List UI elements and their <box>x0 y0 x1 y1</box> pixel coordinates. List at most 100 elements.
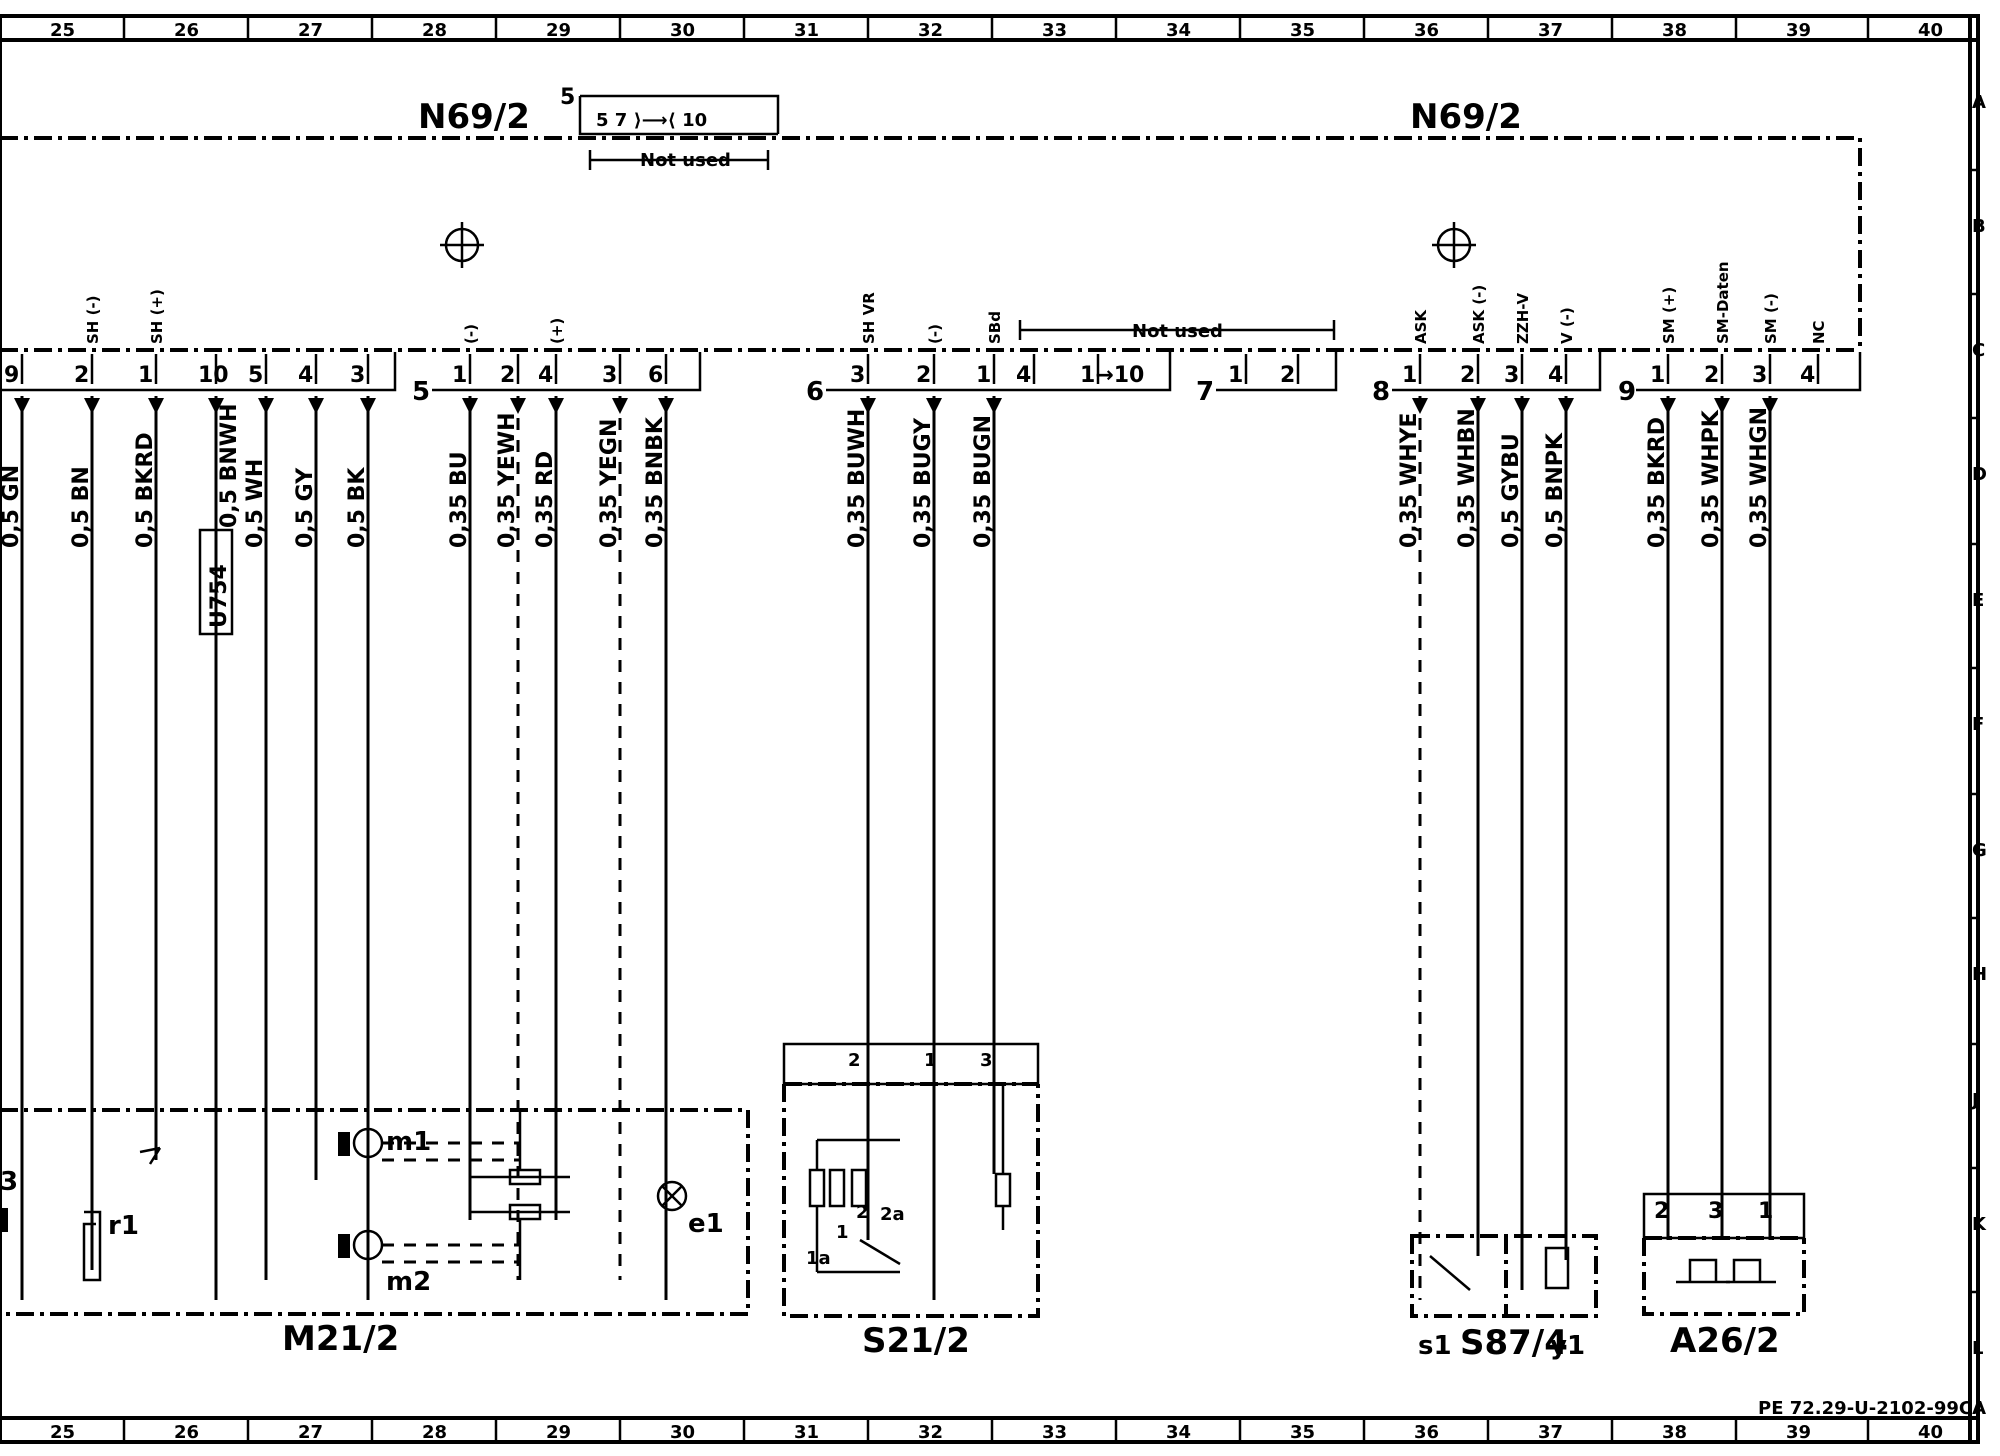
column-label-bottom: 35 <box>1290 1422 1315 1443</box>
connector-6-num: 6 <box>806 377 824 407</box>
column-label-top: 25 <box>50 20 75 41</box>
s87-label: S87/4 <box>1460 1323 1568 1363</box>
lamp-e1-icon <box>656 1180 688 1212</box>
wire-arrow-icon <box>1714 398 1730 414</box>
column-label-top: 33 <box>1042 20 1067 41</box>
signal-name: SH VR <box>860 292 878 344</box>
wire-label: 0,35 BUGN <box>971 415 996 548</box>
column-label-bottom: 38 <box>1662 1422 1687 1443</box>
signal-name: SM-Daten <box>1714 261 1732 344</box>
column-label-top: 38 <box>1662 20 1687 41</box>
signal-name: SBd <box>986 311 1004 344</box>
wire-label: 0,35 WHBN <box>1455 408 1480 548</box>
resistor-r1-label: r1 <box>108 1211 139 1241</box>
splice-label: U754 <box>207 564 232 628</box>
wire-arrow-icon <box>1660 398 1676 414</box>
wire-arrow-icon <box>148 398 164 414</box>
connector-pin: 2 <box>74 363 89 388</box>
signal-name: ZZH-V <box>1514 293 1532 344</box>
s21-pin: 1 <box>924 1050 937 1071</box>
connector-pin: 2 <box>916 363 931 388</box>
wire-label: 0,35 BU <box>447 451 472 548</box>
wire-arrow-icon <box>860 398 876 414</box>
connector-pin: 3 <box>602 363 617 388</box>
signal-name: SH (+) <box>148 289 166 344</box>
row-label: J <box>1970 1090 1979 1111</box>
wire-label: 0,5 GN <box>0 465 24 548</box>
wire-label: 0,35 BUGY <box>911 417 936 548</box>
connector-pin: 6 <box>648 363 663 388</box>
mid-not-used-bracket <box>1018 320 1336 340</box>
column-label-top: 28 <box>422 20 447 41</box>
wire-label: 0,5 BNWH <box>217 404 242 529</box>
wire-arrow-icon <box>462 398 478 414</box>
connector-pin: 2 <box>1280 363 1295 388</box>
wire-arrow-icon <box>84 398 100 414</box>
column-label-top: 32 <box>918 20 943 41</box>
column-label-top: 27 <box>298 20 323 41</box>
connector-boxes <box>0 352 1862 392</box>
row-label: C <box>1972 340 1985 361</box>
motor-m2-brush-icon <box>338 1234 350 1258</box>
wire-arrow-icon <box>360 398 376 414</box>
signal-name: V (-) <box>1558 307 1576 344</box>
wire-label: 0,35 WHYE <box>1397 412 1422 548</box>
s21-pin: 2 <box>856 1202 869 1223</box>
connector-5-num: 5 <box>412 377 430 407</box>
svg-text:5: 5 <box>560 85 575 110</box>
resistor-r1-icon <box>82 1210 102 1282</box>
connector-pin: 3 <box>1504 363 1519 388</box>
connector-pin: 9 <box>4 363 19 388</box>
column-label-bottom: 37 <box>1538 1422 1563 1443</box>
connector-pin: 3 <box>1752 363 1767 388</box>
wire-label: 0,35 RD <box>533 451 558 548</box>
wire-arrow-icon <box>986 398 1002 414</box>
signal-name: ASK (-) <box>1470 285 1488 344</box>
signal-name: NC <box>1810 320 1828 344</box>
signal-name: ASK <box>1412 309 1430 344</box>
row-label: B <box>1972 216 1986 237</box>
s21-block <box>782 1042 1040 1318</box>
column-label-top: 40 <box>1918 20 1943 41</box>
connector-pin: 1→10 <box>1080 363 1144 388</box>
column-label-top: 35 <box>1290 20 1315 41</box>
connector-7-num: 7 <box>1196 377 1214 407</box>
motor-m1-label: m1 <box>386 1127 431 1157</box>
wire-label: 0,5 BK <box>345 467 370 548</box>
y1-label: y1 <box>1550 1331 1585 1361</box>
row-label: G <box>1972 840 1987 861</box>
connector-pin: 4 <box>1800 363 1815 388</box>
column-label-bottom: 34 <box>1166 1422 1191 1443</box>
s21-pin: 2a <box>880 1204 905 1225</box>
connector-pin: 4 <box>1548 363 1563 388</box>
column-label-top: 31 <box>794 20 819 41</box>
wire-arrow-icon <box>926 398 942 414</box>
a26-block <box>1642 1192 1806 1316</box>
connector-pin: 3 <box>350 363 365 388</box>
row-label: A <box>1972 92 1986 113</box>
column-label-bottom: 29 <box>546 1422 571 1443</box>
connector-pin: 1 <box>452 363 467 388</box>
column-label-bottom: 27 <box>298 1422 323 1443</box>
m21-block <box>0 1108 750 1316</box>
signal-name: (+) <box>548 318 566 344</box>
wire-label: 0,5 GY <box>293 467 318 548</box>
sheet-frame <box>0 14 1980 1444</box>
connector-pin: 2 <box>1460 363 1475 388</box>
wire-arrow-icon <box>1762 398 1778 414</box>
connector-8-num: 8 <box>1372 377 1390 407</box>
wire-label: 0,35 BNBK <box>643 416 668 548</box>
connector-pin: 4 <box>1016 363 1031 388</box>
wire-label: 0,35 YEGN <box>597 419 622 548</box>
s21-label: S21/2 <box>862 1321 970 1361</box>
wire-arrow-icon <box>612 398 628 414</box>
not-used-label-top: Not used <box>640 150 731 171</box>
wire-label: 0,35 BKRD <box>1645 417 1670 548</box>
signal-name: SH (-) <box>84 295 102 344</box>
signal-name: SM (+) <box>1660 287 1678 344</box>
wire-arrow-icon <box>1470 398 1486 414</box>
column-label-top: 36 <box>1414 20 1439 41</box>
